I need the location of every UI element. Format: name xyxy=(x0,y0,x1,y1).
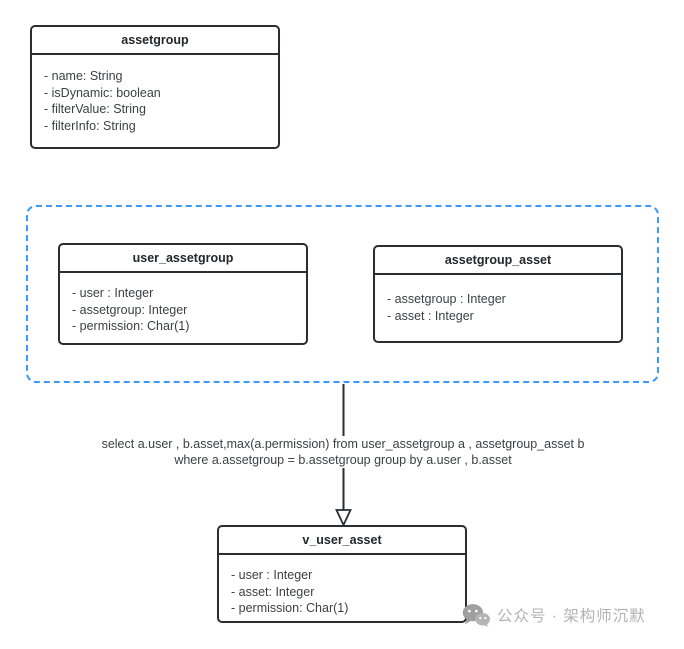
field-row: - user : Integer xyxy=(231,568,313,582)
field-row: - isDynamic: boolean xyxy=(44,85,161,100)
field-row: - permission: Char(1) xyxy=(231,601,349,615)
class-fields-user-assetgroup: - user : Integer - assetgroup: Integer - p… xyxy=(60,273,306,343)
class-title-v-user-asset: v_user_asset xyxy=(219,527,465,555)
sql-annotation: select a.user , b.asset,max(a.permission… xyxy=(33,436,653,468)
class-box-assetgroup-asset: assetgroup_asset - assetgroup : Integer-… xyxy=(373,245,623,343)
wechat-icon xyxy=(462,604,490,627)
class-title-assetgroup: assetgroup xyxy=(32,27,278,55)
field-row: - asset : Integer xyxy=(387,308,474,323)
dashed-group-container xyxy=(26,205,659,383)
field-row: - filterInfo: String xyxy=(44,118,136,133)
field-row: - name: String xyxy=(44,69,123,83)
class-box-v-user-asset: v_user_asset - user : Integer - asset: In… xyxy=(217,525,467,623)
sql-annotation-line2: where a.assetgroup = b.assetgroup group … xyxy=(174,453,512,467)
class-fields-assetgroup-asset: - assetgroup : Integer - asset : Integer xyxy=(375,275,621,332)
field-row: - user : Integer xyxy=(72,286,154,300)
field-row: - assetgroup : Integer xyxy=(387,292,506,306)
watermark: 公众号 · 架构师沉默 xyxy=(462,603,646,627)
field-row: - assetgroup: Integer xyxy=(72,302,188,317)
watermark-text: 公众号 · 架构师沉默 xyxy=(497,608,646,625)
class-title-assetgroup-asset: assetgroup_asset xyxy=(375,247,621,275)
class-fields-assetgroup: - name: String - isDynamic: boolean - filt… xyxy=(32,55,278,142)
class-box-user-assetgroup: user_assetgroup - user : Integer - assetg… xyxy=(58,243,308,345)
class-title-user-assetgroup: user_assetgroup xyxy=(60,245,306,273)
field-row: - permission: Char(1) xyxy=(72,319,190,333)
sql-annotation-line1: select a.user , b.asset,max(a.permission… xyxy=(101,437,585,451)
class-fields-v-user-asset: - user : Integer - asset: Integer - permis… xyxy=(219,555,465,625)
class-box-assetgroup: assetgroup - name: String - isDynamic: bo… xyxy=(30,25,280,149)
field-row: - asset: Integer xyxy=(231,584,315,599)
field-row: - filterValue: String xyxy=(44,102,146,116)
